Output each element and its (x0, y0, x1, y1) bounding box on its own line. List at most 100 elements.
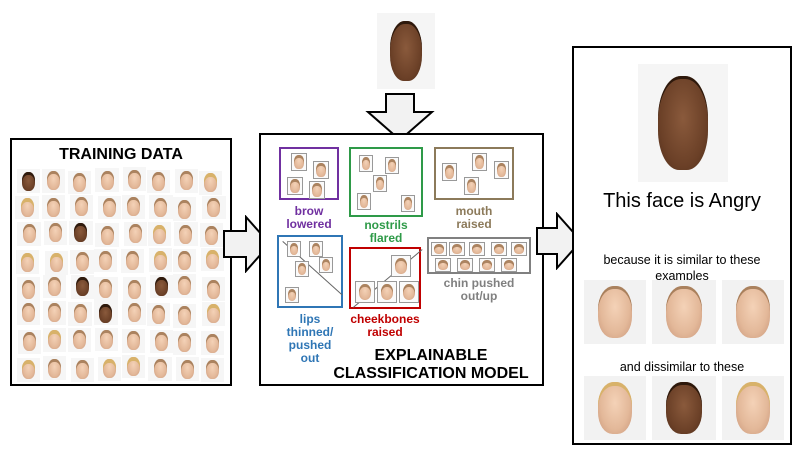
child-face (154, 331, 168, 351)
child-face (597, 382, 633, 434)
cluster-chin-pushed (427, 237, 531, 274)
child-face (47, 171, 61, 191)
training-face (42, 195, 66, 220)
child-face (102, 359, 116, 379)
similar-example-photo (722, 280, 784, 344)
child-face (48, 223, 62, 243)
dissimilar-example-photo (722, 376, 784, 440)
child-face (151, 305, 165, 325)
cluster-face-thumb (287, 241, 301, 257)
child-face (597, 286, 633, 338)
training-face (202, 195, 226, 220)
cluster-brow-lowered (279, 147, 339, 200)
cluster-face-thumb (431, 242, 447, 256)
child-face (48, 358, 62, 378)
cluster-face-thumb (501, 258, 517, 272)
child-face (102, 197, 116, 217)
child-face (100, 170, 114, 190)
child-face (74, 223, 88, 243)
child-face (177, 306, 191, 326)
training-face (95, 223, 119, 247)
similar-text: because it is similar to these examples (603, 253, 761, 283)
child-face (127, 169, 141, 189)
child-face (735, 382, 771, 434)
cluster-face-thumb (401, 195, 415, 212)
training-face (94, 276, 118, 301)
child-face (153, 224, 167, 244)
training-face (148, 222, 172, 246)
training-face (172, 303, 196, 328)
training-face (199, 223, 223, 248)
child-face (735, 286, 771, 338)
child-face (20, 197, 34, 217)
training-face (95, 168, 119, 192)
training-face (172, 197, 197, 222)
training-face (121, 329, 145, 353)
child-face (389, 20, 423, 82)
cluster-face-thumb (357, 193, 371, 210)
training-face (16, 169, 41, 193)
cluster-face-thumb (435, 258, 451, 272)
dissimilar-example-photo (584, 376, 646, 440)
training-face (122, 195, 146, 219)
child-face (179, 171, 193, 191)
child-face (178, 333, 192, 353)
child-face (177, 199, 191, 219)
child-face (177, 276, 191, 296)
training-face (16, 250, 40, 275)
child-face (48, 276, 62, 296)
training-face (175, 357, 199, 382)
cluster-lips-thinned (277, 235, 343, 308)
cluster-face-thumb (295, 261, 309, 277)
cluster-face-thumb (464, 177, 479, 195)
cluster-face-thumb (319, 257, 333, 273)
training-face (198, 170, 223, 195)
cluster-face-thumb (494, 161, 509, 179)
child-face (75, 360, 89, 380)
training-data-panel: TRAINING DATA (10, 138, 232, 386)
training-face (174, 222, 198, 246)
child-face (180, 359, 194, 379)
training-face (172, 248, 196, 273)
training-face (97, 195, 121, 220)
query-face-photo (638, 64, 728, 182)
child-face (22, 224, 36, 244)
child-face (666, 286, 702, 338)
child-face (206, 304, 220, 324)
training-face (70, 194, 94, 219)
cluster-face-thumb (285, 287, 299, 303)
cluster-face-thumb (479, 258, 495, 272)
child-face (154, 197, 168, 217)
cluster-face-thumb (291, 153, 307, 171)
cluster-face-thumb (313, 161, 329, 179)
cluster-face-thumb (399, 281, 419, 303)
cluster-face-thumb (287, 177, 303, 195)
cluster-face-thumb (385, 157, 399, 174)
cluster-nostrils-flared (349, 147, 423, 217)
child-face (100, 329, 114, 349)
similar-example-photo (584, 280, 646, 344)
dissimilar-text: and dissimilar to these (619, 360, 745, 374)
child-face (99, 303, 113, 323)
cluster-face-thumb (511, 242, 527, 256)
training-face (70, 357, 94, 382)
cluster-face-thumb (491, 242, 507, 256)
training-face (42, 356, 67, 380)
child-face (99, 279, 113, 299)
training-face (67, 327, 92, 352)
cluster-face-thumb (373, 175, 387, 192)
child-face (22, 332, 36, 352)
training-face (15, 195, 39, 220)
child-face (205, 249, 219, 269)
child-face (22, 303, 36, 323)
child-face (205, 333, 219, 353)
child-face (207, 198, 221, 217)
training-face (70, 249, 94, 274)
training-face (93, 248, 118, 273)
